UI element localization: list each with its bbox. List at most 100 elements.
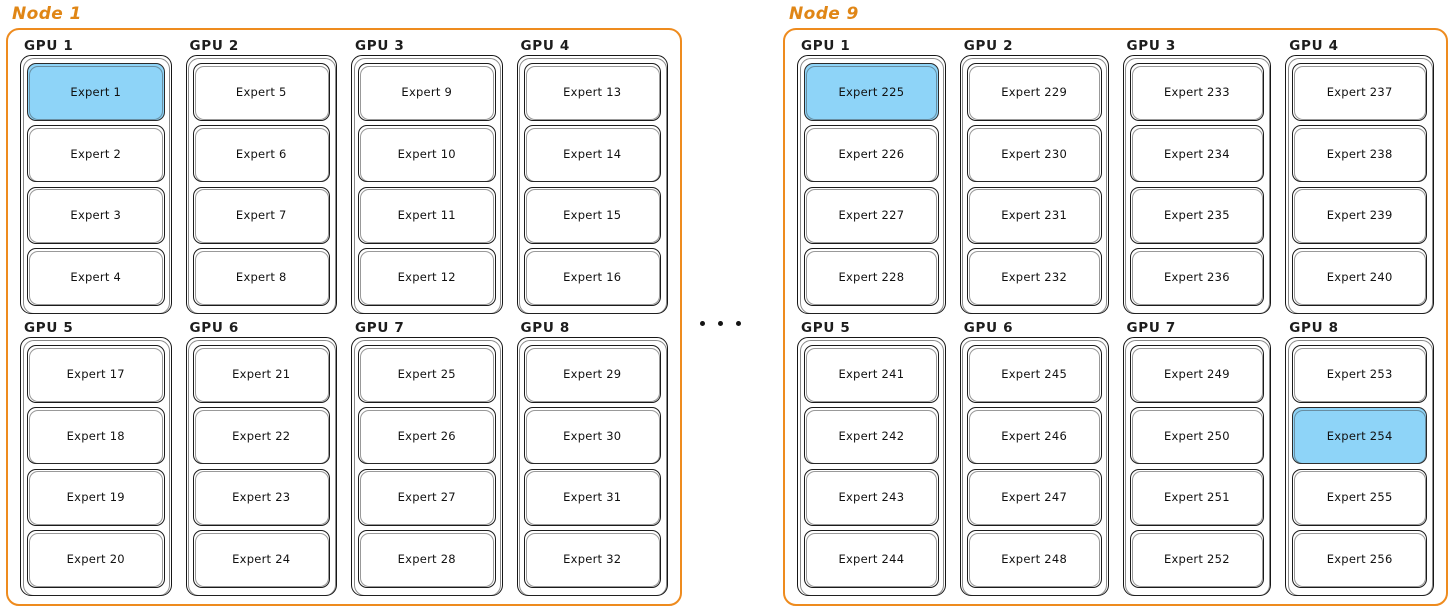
expert-box[interactable]: Expert 244 <box>804 530 939 588</box>
expert-box[interactable]: Expert 243 <box>804 468 939 527</box>
expert-box[interactable]: Expert 232 <box>966 248 1102 306</box>
expert-box[interactable]: Expert 229 <box>966 63 1102 121</box>
expert-box[interactable]: Expert 242 <box>804 406 939 465</box>
expert-box[interactable]: Expert 2 <box>27 124 165 183</box>
expert-box[interactable]: Expert 31 <box>523 468 661 527</box>
expert-box[interactable]: Expert 3 <box>27 186 165 245</box>
expert-box[interactable]: Expert 11 <box>358 186 496 245</box>
expert-box[interactable]: Expert 238 <box>1292 124 1427 183</box>
gpu-label: GPU 3 <box>1126 38 1177 54</box>
expert-box[interactable]: Expert 240 <box>1292 248 1427 306</box>
expert-box[interactable]: Expert 4 <box>27 248 165 306</box>
expert-box[interactable]: Expert 256 <box>1292 530 1427 588</box>
gpu-label: GPU 8 <box>1289 320 1339 336</box>
expert-box[interactable]: Expert 25 <box>358 345 496 403</box>
expert-box[interactable]: Expert 9 <box>358 63 496 121</box>
expert-box[interactable]: Expert 26 <box>358 406 496 465</box>
expert-box[interactable]: Expert 13 <box>523 63 661 121</box>
expert-box[interactable]: Expert 18 <box>27 406 165 465</box>
node-title-1: Node 1 <box>12 4 82 24</box>
gpu-label: GPU 6 <box>189 320 240 336</box>
expert-box[interactable]: Expert 30 <box>523 406 661 465</box>
expert-box[interactable]: Expert 8 <box>192 248 330 306</box>
ellipsis-dot <box>718 321 723 326</box>
expert-box[interactable]: Expert 247 <box>966 468 1102 527</box>
expert-box[interactable]: Expert 237 <box>1292 63 1427 121</box>
expert-box-highlighted[interactable]: Expert 225 <box>804 63 939 121</box>
expert-box[interactable]: Expert 250 <box>1129 406 1265 465</box>
expert-box[interactable]: Expert 239 <box>1292 186 1427 245</box>
expert-box[interactable]: Expert 14 <box>523 124 661 183</box>
expert-box[interactable]: Expert 235 <box>1129 186 1265 245</box>
expert-box[interactable]: Expert 20 <box>27 530 165 588</box>
expert-box[interactable]: Expert 19 <box>27 468 165 527</box>
expert-box[interactable]: Expert 245 <box>966 345 1102 403</box>
ellipsis-dot <box>736 321 741 326</box>
expert-box[interactable]: Expert 236 <box>1129 248 1265 306</box>
expert-box[interactable]: Expert 234 <box>1129 124 1265 183</box>
expert-box[interactable]: Expert 226 <box>804 124 939 183</box>
expert-box[interactable]: Expert 230 <box>966 124 1102 183</box>
expert-box[interactable]: Expert 231 <box>966 186 1102 245</box>
expert-box[interactable]: Expert 227 <box>804 186 939 245</box>
gpu-label: GPU 1 <box>24 38 74 54</box>
expert-box[interactable]: Expert 10 <box>358 124 496 183</box>
expert-box[interactable]: Expert 253 <box>1292 345 1427 403</box>
expert-box-highlighted[interactable]: Expert 254 <box>1292 406 1427 465</box>
expert-box[interactable]: Expert 32 <box>523 530 661 588</box>
expert-box[interactable]: Expert 28 <box>358 530 496 588</box>
expert-box[interactable]: Expert 5 <box>192 63 330 121</box>
expert-box[interactable]: Expert 249 <box>1129 345 1265 403</box>
expert-box[interactable]: Expert 12 <box>358 248 496 306</box>
expert-box[interactable]: Expert 15 <box>523 186 661 245</box>
expert-box[interactable]: Expert 17 <box>27 345 165 403</box>
expert-box[interactable]: Expert 21 <box>192 345 330 403</box>
gpu-label: GPU 2 <box>963 38 1014 54</box>
expert-box[interactable]: Expert 29 <box>523 345 661 403</box>
expert-box[interactable]: Expert 252 <box>1129 530 1265 588</box>
expert-box[interactable]: Expert 246 <box>966 406 1102 465</box>
expert-box[interactable]: Expert 241 <box>804 345 939 403</box>
expert-box[interactable]: Expert 7 <box>192 186 330 245</box>
expert-box[interactable]: Expert 22 <box>192 406 330 465</box>
expert-box[interactable]: Expert 16 <box>523 248 661 306</box>
expert-box-highlighted[interactable]: Expert 1 <box>27 63 165 121</box>
expert-box[interactable]: Expert 251 <box>1129 468 1265 527</box>
expert-box[interactable]: Expert 233 <box>1129 63 1265 121</box>
gpu-label: GPU 4 <box>520 38 571 54</box>
gpu-label: GPU 1 <box>801 38 851 54</box>
expert-box[interactable]: Expert 6 <box>192 124 330 183</box>
expert-box[interactable]: Expert 23 <box>192 468 330 527</box>
expert-box[interactable]: Expert 24 <box>192 530 330 588</box>
gpu-label: GPU 3 <box>355 38 405 54</box>
expert-box[interactable]: Expert 248 <box>966 530 1102 588</box>
expert-box[interactable]: Expert 255 <box>1292 468 1427 527</box>
gpu-label: GPU 2 <box>189 38 240 54</box>
expert-box[interactable]: Expert 27 <box>358 468 496 527</box>
expert-box[interactable]: Expert 228 <box>804 248 939 306</box>
